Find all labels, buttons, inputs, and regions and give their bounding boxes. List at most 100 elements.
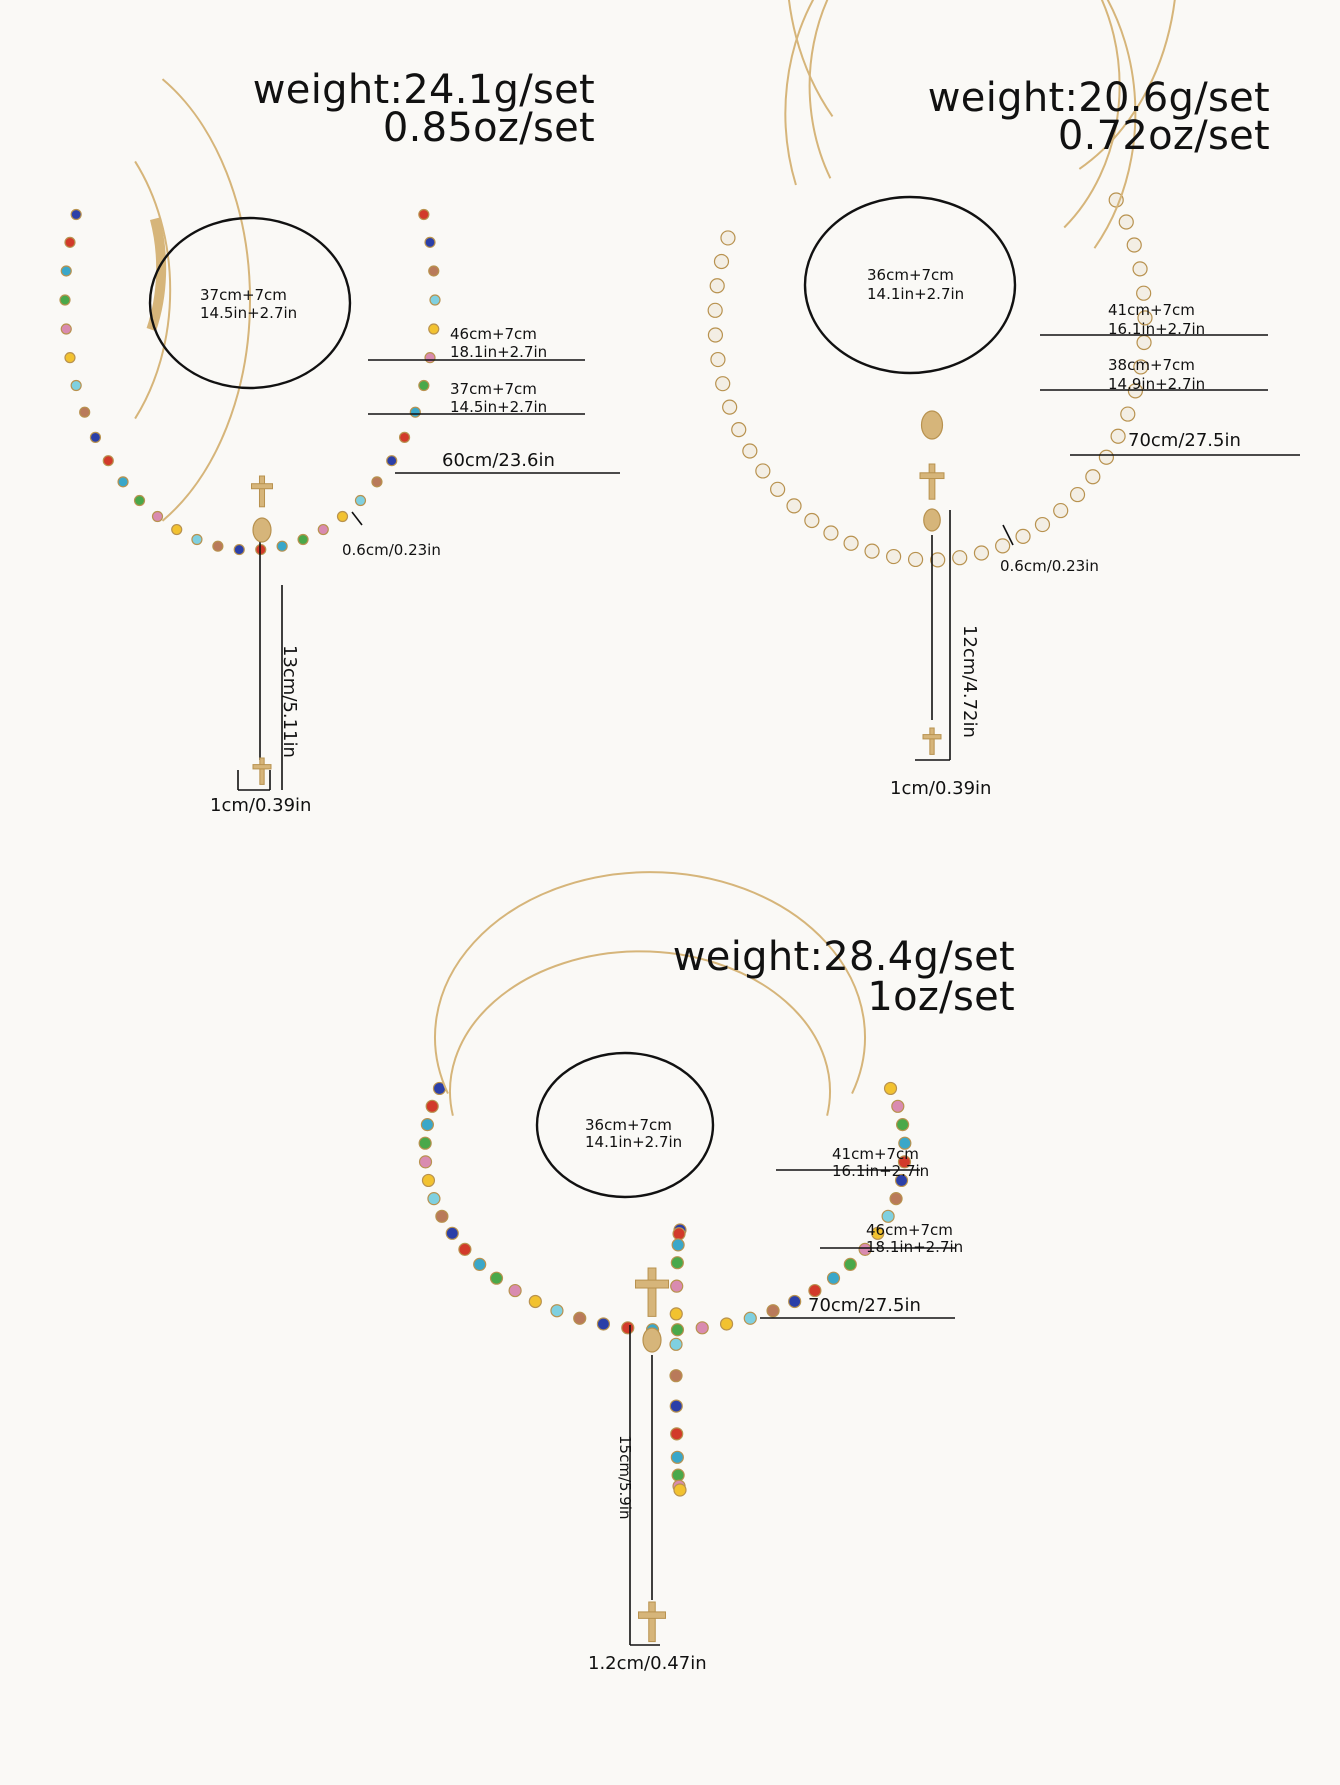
set3-gem-bead <box>788 1294 802 1309</box>
set2-medal-chain <box>784 0 1137 249</box>
set2-satellite-chain <box>808 0 1121 229</box>
set3-gem-bead <box>596 1317 611 1331</box>
set2-layer1-cm: 41cm+7cm <box>1108 301 1195 319</box>
set3-gem-bead <box>894 1173 909 1188</box>
set2-pearl <box>713 253 730 270</box>
set3-gem-bead <box>550 1304 564 1318</box>
set2-pearl <box>1034 516 1051 533</box>
set3-gem-bead <box>889 1192 903 1206</box>
set3-large-cross <box>647 1267 657 1317</box>
set2-small-medal <box>923 508 941 532</box>
set3-gem-bead <box>843 1257 857 1271</box>
set1-upper-cross <box>251 483 273 490</box>
set1-inner-size-oval <box>148 216 352 390</box>
set3-cross-chain <box>449 950 831 1116</box>
set1-gem-bead <box>428 265 440 277</box>
set1-drop-length: 13cm/5.11in <box>279 645 300 758</box>
set3-gem-bead <box>719 1317 734 1331</box>
set3-gem-bead <box>898 1136 912 1150</box>
set3-layer3-length: 70cm/27.5in <box>808 1295 921 1316</box>
set2-layer3-length: 70cm/27.5in <box>1128 430 1241 451</box>
set1-layer1-cm: 46cm+7cm <box>450 325 537 343</box>
set1-weight-grams: weight:24.1g/set <box>252 67 595 113</box>
set1-herringbone-chain <box>146 217 167 332</box>
set3-inner-size-in: 14.1in+2.7in <box>585 1133 683 1151</box>
set2-layer1-in: 16.1in+2.7in <box>1108 320 1206 338</box>
set1-bottom-cross <box>259 757 265 785</box>
set3-gem-bead <box>489 1271 504 1285</box>
set1-pendant-width: 1cm/0.39in <box>210 795 312 816</box>
set3-inner-size-oval <box>535 1051 715 1199</box>
set1-gem-bead <box>418 208 430 221</box>
set3-drop-gem-bead <box>670 1427 684 1441</box>
set1-gem-bead <box>102 455 114 467</box>
set2-pearl <box>707 302 723 318</box>
set3-gem-bead <box>425 1099 439 1113</box>
set2-inner-size-cm: 36cm+7cm <box>867 266 954 284</box>
set3-gem-bead <box>420 1118 434 1132</box>
set2-pearl <box>770 481 786 497</box>
set3-drop-gem-bead <box>671 1238 685 1252</box>
set1-inner-size-in: 14.5in+2.7in <box>200 304 298 322</box>
set2-pearl <box>843 535 859 551</box>
set3-gem-bead <box>473 1257 487 1271</box>
set2-pearl <box>707 327 724 343</box>
set1-gem-bead <box>317 523 329 536</box>
set3-layer1-in: 16.1in+2.7in <box>832 1162 930 1180</box>
set2-pearl <box>731 422 747 438</box>
set1-gem-bead <box>60 265 72 277</box>
set2-pearl <box>1015 528 1031 544</box>
set1-gem-bead <box>233 543 245 556</box>
set1-gem-bead <box>70 208 82 221</box>
set2-pearl <box>1085 469 1101 485</box>
set1-upper-cross <box>258 475 266 508</box>
set3-drop-length: 15cm/5.9in <box>616 1435 634 1520</box>
set3-inner-size-cm: 36cm+7cm <box>585 1116 672 1134</box>
set3-drop-gem-bead <box>673 1483 687 1497</box>
set1-gem-bead <box>64 236 76 248</box>
set3-weight-ounces: 1oz/set <box>867 974 1015 1020</box>
set3-drop-gem-bead <box>669 1399 683 1413</box>
set1-gem-bead <box>418 379 430 392</box>
set2-pearl <box>1127 383 1144 399</box>
set1-gem-bead <box>59 294 71 306</box>
set2-inner-size-oval <box>803 195 1017 375</box>
set2-pearl <box>930 552 946 568</box>
set2-pearl <box>1053 502 1069 519</box>
set3-pendant-width: 1.2cm/0.47in <box>588 1653 707 1674</box>
set2-pearl <box>1126 237 1142 253</box>
set1-layer3-length: 60cm/23.6in <box>442 450 555 471</box>
set2-pearl <box>886 548 902 565</box>
set1-gem-bead <box>60 323 72 335</box>
set3-large-cross <box>635 1279 669 1289</box>
set2-layer2-in: 14.9in+2.7in <box>1108 375 1206 393</box>
set2-pearl <box>952 550 968 566</box>
set3-gem-bead <box>743 1311 757 1325</box>
set1-gem-bead <box>336 510 349 523</box>
set2-pearl <box>1136 285 1152 301</box>
set3-layer1-cm: 41cm+7cm <box>832 1145 919 1163</box>
set3-rosary-chain <box>434 871 866 1094</box>
set3-gem-bead <box>418 1136 432 1150</box>
set1-bead-size: 0.6cm/0.23in <box>342 541 441 559</box>
set2-drop-length: 12cm/4.72in <box>959 625 980 738</box>
set1-gem-bead <box>212 540 224 552</box>
set2-pearl <box>720 230 736 246</box>
set3-gem-bead <box>421 1173 436 1188</box>
set1-inner-size-cm: 37cm+7cm <box>200 286 287 304</box>
set3-drop-gem-bead <box>669 1369 683 1383</box>
set3-gem-bead <box>826 1271 841 1285</box>
set2-pearl <box>742 443 758 459</box>
set1-gem-bead <box>371 476 383 488</box>
set2-bead-size: 0.6cm/0.23in <box>1000 557 1099 575</box>
set1-gem-bead <box>429 294 441 306</box>
set2-inner-size-in: 14.1in+2.7in <box>867 285 965 303</box>
set3-medal <box>642 1327 662 1353</box>
set1-gem-bead <box>64 352 76 364</box>
set3-gem-bead <box>858 1242 872 1256</box>
set3-gem-bead <box>883 1081 898 1096</box>
set3-bottom-cross <box>648 1601 656 1643</box>
set1-weight-ounces: 0.85oz/set <box>382 105 595 151</box>
set3-drop-gem-bead <box>670 1450 684 1464</box>
